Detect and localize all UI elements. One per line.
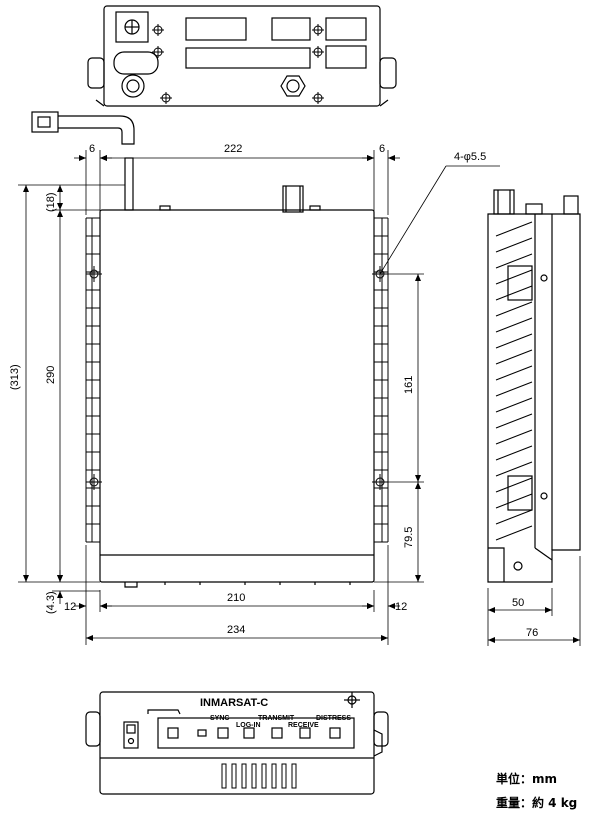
panel-label-log-in: LOG-IN: [236, 722, 261, 729]
left-heat-fins: [85, 217, 100, 543]
dim-height-79-5: 79.5: [403, 527, 415, 548]
dim-bottom-right-12: 12: [395, 601, 407, 613]
top-view: [87, 5, 397, 107]
dim-hole-spec: 4-φ5.5: [454, 151, 486, 163]
dim-height-18: (18): [45, 192, 57, 212]
dim-height-313: (313): [9, 364, 21, 390]
dim-bottom-left-12: 12: [64, 601, 76, 613]
weight-note: 重量：約 4 kg: [496, 796, 578, 810]
dim-height-290: 290: [45, 366, 57, 384]
side-dimension-lines: [487, 556, 581, 646]
panel-title: INMARSAT-C: [200, 697, 268, 709]
panel-label-sync: SYNC: [210, 715, 229, 722]
side-heat-fins: [495, 221, 533, 541]
front-panel-view: [85, 691, 389, 795]
dim-side-76: 76: [526, 627, 538, 639]
unit-note: 単位：mm: [496, 772, 558, 786]
dim-overall-width-234: 234: [227, 624, 245, 636]
dim-height-4-3: (4.3): [45, 591, 57, 614]
panel-label-transmit: TRANSMIT: [258, 715, 295, 722]
cable-plug: [31, 111, 135, 145]
side-view: [487, 189, 581, 583]
panel-label-receive: RECEIVE: [288, 722, 319, 729]
mounting-holes: [86, 266, 388, 490]
main-view: [85, 157, 389, 588]
right-heat-fins: [374, 217, 389, 543]
dimension-lines: [18, 150, 500, 645]
dim-bottom-width-210: 210: [227, 592, 245, 604]
vent-slots: [221, 763, 297, 789]
dim-height-161: 161: [403, 376, 415, 394]
dim-side-50: 50: [512, 597, 524, 609]
dim-top-right-6: 6: [379, 143, 385, 155]
dim-top-width: 222: [224, 143, 242, 155]
panel-label-distress: DISTRESS: [316, 715, 351, 722]
dim-top-left-6: 6: [89, 143, 95, 155]
mounting-marks: [152, 24, 324, 104]
